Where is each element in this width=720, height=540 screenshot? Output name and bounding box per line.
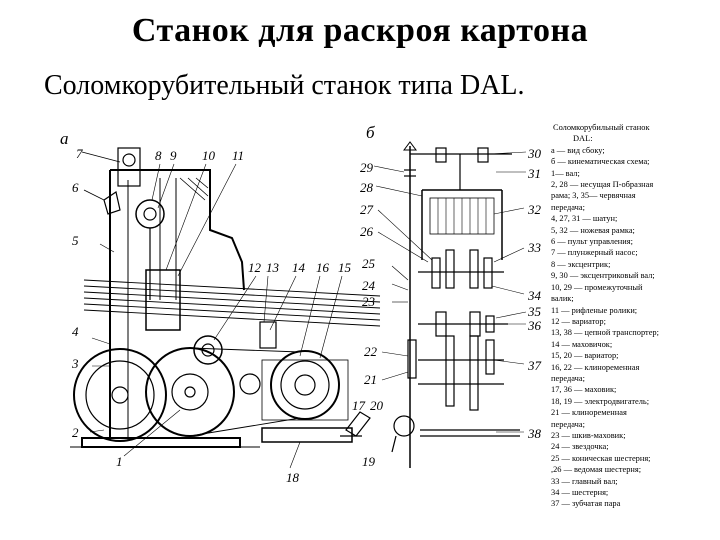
side-view-callout-19: 19: [362, 454, 376, 469]
side-view-callout-7: 7: [76, 146, 83, 161]
legend-item: 4, 27, 31 — шатун;: [551, 214, 618, 224]
side-view-callout-18: 18: [286, 470, 300, 485]
legend-item: передача;: [551, 373, 585, 383]
scheme-callout-29: 29: [360, 160, 374, 175]
legend-item: рама; 3, 35— червячная: [551, 191, 636, 201]
side-view-callout-8: 8: [155, 148, 162, 163]
scheme-callout-38: 38: [527, 426, 542, 441]
legend-item: валик;: [551, 294, 574, 304]
scheme-callout-28: 28: [360, 180, 374, 195]
kinematic-scheme: [373, 141, 527, 468]
side-view-callout-14: 14: [292, 260, 306, 275]
scheme-callout-27: 27: [360, 202, 374, 217]
legend-item: ,26 — ведомая шестерня;: [551, 465, 642, 475]
legend-items: а — вид сбоку;б — кинематическая схема;1…: [551, 145, 719, 510]
scheme-callout-36: 36: [527, 318, 542, 333]
legend-item: 16, 22 — клиноременная: [551, 362, 640, 372]
legend-title-1: Соломкорубильный станок: [553, 123, 650, 132]
scheme-callout-21: 21: [364, 372, 377, 387]
side-view-callout-2: 2: [72, 425, 79, 440]
side-view-callout-3: 3: [71, 356, 79, 371]
side-view-callout-6: 6: [72, 180, 79, 195]
legend-item: 18, 19 — электродвигатель;: [551, 396, 650, 406]
legend-item: 12 — вариатор;: [551, 316, 606, 326]
side-view-callout-1: 1: [116, 454, 123, 469]
legend-item: 7 — плунжерный насос;: [551, 248, 638, 258]
panel-a-label: а: [60, 129, 69, 148]
legend-item: 15, 20 — вариатор;: [551, 351, 619, 361]
legend-item: 14 — маховичок;: [551, 339, 613, 349]
scheme-callout-32: 32: [527, 202, 542, 217]
scheme-callout-26: 26: [360, 224, 374, 239]
scheme-callout-22: 22: [364, 344, 378, 359]
side-view-callout-15: 15: [338, 260, 352, 275]
page-subtitle: Соломкорубительный станок типа DAL.: [44, 70, 525, 101]
side-view-callout-16: 16: [316, 260, 330, 275]
legend-item: 23 — шкив-маховик;: [551, 430, 626, 440]
legend-item: 1— вал;: [551, 168, 580, 178]
scheme-callout-25: 25: [362, 256, 376, 271]
scheme-callout-31: 31: [527, 166, 541, 181]
page-title: Станок для раскроя картона: [131, 12, 589, 49]
scheme-callout-37: 37: [527, 358, 542, 373]
side-view-drawing: [70, 147, 381, 469]
legend-item: а — вид сбоку;: [551, 145, 605, 155]
legend-item: 6 — пульт управления;: [551, 237, 633, 247]
side-view-callout-4: 4: [72, 324, 79, 339]
scheme-callout-33: 33: [527, 240, 542, 255]
side-view-callout-5: 5: [72, 233, 79, 248]
legend-item: 13, 38 — цепной транспортер;: [551, 328, 659, 338]
side-view-callout-12: 12: [248, 260, 262, 275]
legend-item: 2, 28 — несущая П-образная: [551, 180, 654, 190]
legend: Соломкорубильный станок DAL: а — вид сбо…: [551, 122, 719, 510]
scheme-callout-35: 35: [527, 304, 542, 319]
side-view-callout-10: 10: [202, 148, 216, 163]
legend-item: 24 — звездочка;: [551, 442, 609, 452]
legend-item: 8 — эксцентрик;: [551, 259, 611, 269]
panel-b-label: б: [366, 123, 375, 142]
scheme-callout-24: 24: [362, 278, 376, 293]
legend-item: передача;: [551, 419, 585, 429]
side-view-callout-13: 13: [266, 260, 280, 275]
legend-item: 11 — рифленые ролики;: [551, 305, 638, 315]
legend-item: 25 — коническая шестерня;: [551, 453, 651, 463]
scheme-callout-23: 23: [362, 294, 376, 309]
legend-item: 5, 32 — ножевая рамка;: [551, 225, 635, 235]
legend-item: 17, 36 — маховик;: [551, 385, 617, 395]
legend-title-2: DAL:: [573, 134, 593, 144]
scheme-callout-34: 34: [527, 288, 542, 303]
legend-item: 33 — главный вал;: [551, 476, 618, 486]
side-view-callout-9: 9: [170, 148, 177, 163]
side-view-callout-11: 11: [232, 148, 244, 163]
side-view-callout-17: 17: [352, 398, 366, 413]
legend-item: 37 — зубчатая пара: [551, 499, 621, 509]
side-view-callout-20: 20: [370, 398, 384, 413]
legend-item: 10, 29 — промежуточный: [551, 282, 643, 292]
legend-item: 34 — шестерня;: [551, 488, 609, 497]
legend-item: б — кинематическая схема;: [551, 157, 650, 167]
scheme-callout-30: 30: [527, 146, 542, 161]
legend-item: 9, 30 — эксцентриковый вал;: [551, 271, 655, 281]
legend-item: передача;: [551, 202, 585, 212]
legend-item: 21 — клиноременная: [551, 408, 627, 418]
